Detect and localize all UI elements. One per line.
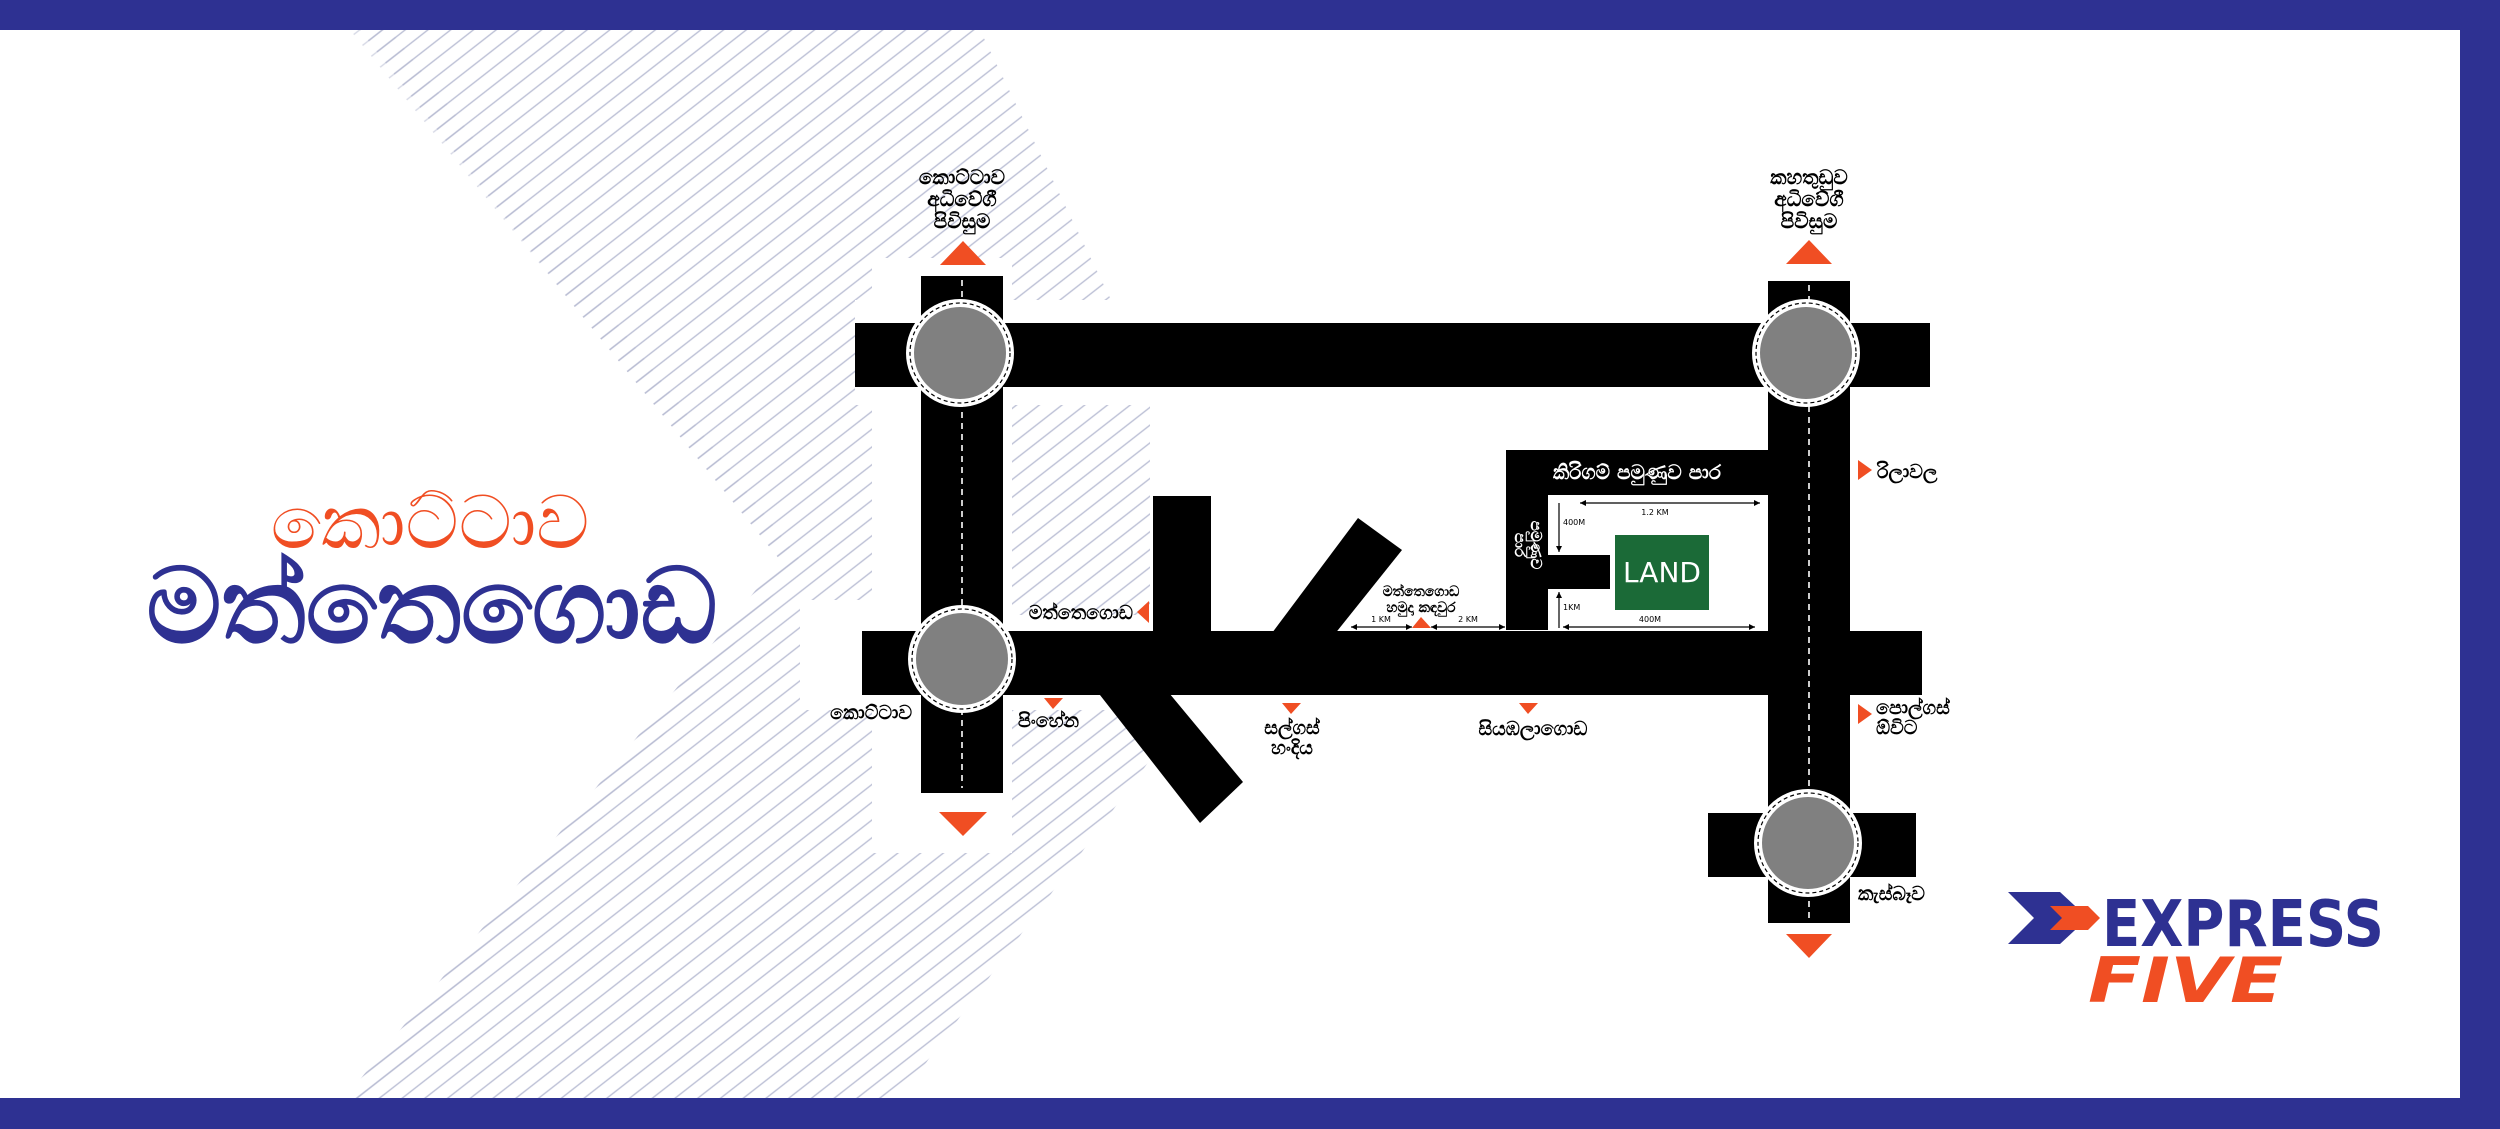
roundabout-kesbewa — [1754, 789, 1862, 897]
salgas-line1: සල්ගස් — [1264, 717, 1320, 740]
land-dim-bottom: 400M — [1639, 615, 1661, 624]
land-label: LAND — [1623, 556, 1701, 589]
kottawa-label: කොට්ටාව — [830, 702, 912, 724]
title-line1: කොට්ටාව — [271, 480, 590, 566]
pamunuwa-road-label: පමුණුව පාර — [1511, 521, 1545, 570]
land-dim-left-lower: 1KM — [1563, 603, 1580, 612]
main-road — [862, 631, 1922, 695]
rilawala-label: රිලාවල — [1876, 461, 1937, 484]
marker-pinhena-icon — [1044, 698, 1063, 709]
diagonal-road-lower — [1082, 640, 1243, 823]
siyambalagoda-label: සියඹලාගොඩ — [1478, 718, 1587, 741]
mattegoda-left-label: මත්තෙගොඩ — [1029, 602, 1133, 624]
land-dim-left-upper: 400M — [1563, 518, 1585, 527]
kahathuduwa-expressway-line2: අධිවේගී — [1774, 187, 1843, 213]
express-five-logo: EXPRESS FIVE — [2008, 888, 2384, 1017]
kahathuduwa-expressway-line3: පිවිසුම — [1781, 209, 1838, 236]
marker-camp-icon — [1412, 617, 1431, 628]
land-parcel — [1615, 535, 1709, 610]
marker-salgas-icon — [1282, 703, 1301, 714]
title-line2: මත්තෙගොඩ — [147, 545, 718, 667]
land-dim-top: 1.2 KM — [1641, 508, 1669, 517]
logo-line2: FIVE — [2088, 944, 2283, 1017]
hatch-decoration — [0, 30, 1150, 1098]
pinhena-label: පිංහේන — [1018, 710, 1080, 732]
land-access-road — [1548, 555, 1610, 589]
kahathuduwa-expressway-line1: කහතුඩුව — [1770, 165, 1847, 192]
polgasowita-line1: පොල්ගස් — [1876, 697, 1951, 720]
arrow-down-kottawa-icon — [939, 812, 987, 836]
kottawa-expressway-line1: කොට්ටාව — [919, 165, 1005, 189]
diagonal-road-upper — [1272, 518, 1402, 640]
pamunuwa-road-line1: පමුණුව — [1525, 521, 1545, 570]
camp-line2: හමුදා කඳවුර — [1386, 600, 1456, 618]
arrow-right-rilawala-icon — [1858, 460, 1872, 480]
kirigampamunuwa-road — [1506, 450, 1768, 495]
arrow-left-mattegoda-icon — [1137, 601, 1149, 623]
arrow-right-polgasowita-icon — [1858, 704, 1872, 724]
arrow-up-kottawa-expressway-icon — [940, 241, 986, 265]
distance-arrowheads — [1351, 624, 1505, 630]
pamunuwa-road-line2: පාර — [1511, 533, 1529, 558]
salgas-line2: හංදිය — [1271, 737, 1313, 760]
distance-right: 2 KM — [1458, 615, 1478, 624]
roundabout-kottawa — [908, 605, 1016, 713]
roundabouts — [906, 299, 1862, 897]
kahathuduwa-expressway-label: කහතුඩුව අධිවේගී පිවිසුම — [1770, 165, 1847, 236]
top-road — [855, 323, 1930, 387]
kottawa-expressway-line2: අධිවේගී — [927, 187, 996, 213]
marker-siyambalagoda-icon — [1519, 703, 1538, 714]
kottawa-expressway-line3: පිවිසුම — [934, 209, 991, 236]
logo-line1: EXPRESS — [2102, 888, 2384, 962]
direction-markers — [939, 240, 1872, 958]
kottawa-expressway-label: කොට්ටාව අධිවේගී පිවිසුම — [919, 165, 1005, 236]
land-dimension-arrowheads — [1556, 500, 1760, 630]
kesbewa-label: කැස්බෑව — [1858, 883, 1925, 905]
arrow-up-kahathuduwa-expressway-icon — [1786, 240, 1832, 264]
camp-line1: මත්තෙගොඩ — [1383, 583, 1460, 600]
arrow-down-kesbewa-icon — [1786, 934, 1832, 958]
kirigampamunuwa-road-label: කිරිගම් පමුණුව පාර — [1553, 460, 1722, 487]
mattegoda-stub-road — [1153, 496, 1211, 636]
land-dimension-lines — [1558, 502, 1760, 628]
polgasowita-line2: ඕවිට — [1876, 717, 1918, 739]
distance-left: 1 KM — [1371, 615, 1391, 624]
logo-arrow-icon — [2008, 892, 2100, 944]
roundabout-top-right — [1752, 299, 1860, 407]
roundabout-top-left — [906, 299, 1014, 407]
